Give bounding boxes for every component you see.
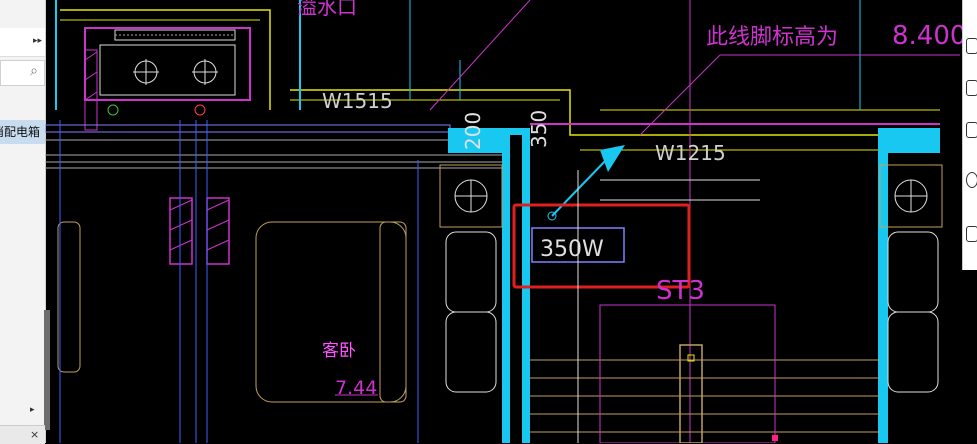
cabinet-outline <box>84 27 251 101</box>
close-panel-icon[interactable]: × <box>30 428 40 441</box>
note-label: 此线脚标高为 <box>706 25 838 50</box>
marker-green <box>107 104 119 116</box>
cad-drawing-canvas[interactable]: 200 350 W1515 W1215 溢水口 此线脚标高为 8.400 350… <box>45 0 962 443</box>
column-right <box>878 128 888 443</box>
search-input[interactable]: ⌕ <box>0 60 45 86</box>
leader-arrowhead <box>600 145 625 172</box>
scrollbar-thumb[interactable] <box>44 310 50 430</box>
left-side-panel: ▸▸ ⌕ 消配电箱 ▸ × <box>0 0 50 444</box>
stair-st3-label: ST3 <box>656 276 705 306</box>
folder-icon[interactable] <box>966 122 977 138</box>
window-w1215-label: W1215 <box>655 141 726 165</box>
elevation-label: 8.400 <box>892 21 962 51</box>
circle-icon[interactable] <box>966 172 977 188</box>
folder-icon[interactable] <box>966 80 977 96</box>
right-toolbar <box>962 0 977 270</box>
panel-footer <box>0 425 45 444</box>
panel-tab-row[interactable] <box>0 28 45 57</box>
marker-red <box>194 104 206 116</box>
expand-panel-icon[interactable]: ▸▸ <box>32 36 42 46</box>
dim-200-label: 200 <box>461 112 485 150</box>
highlight-box <box>512 203 691 289</box>
cabinet-inner <box>99 44 236 96</box>
wall-line-yellow <box>60 9 271 110</box>
column-cap-right <box>878 128 940 153</box>
window-w1515-label: W1515 <box>322 89 393 113</box>
layer-list-item-selected[interactable]: 消配电箱 <box>0 120 45 144</box>
bed-outline <box>255 221 407 403</box>
tag-350w-label: 350W <box>540 237 604 262</box>
column-cap-left <box>448 128 510 153</box>
room-name-label: 客卧 <box>322 341 356 361</box>
list-icon[interactable] <box>966 226 977 242</box>
scroll-right-icon[interactable]: ▸ <box>30 405 35 415</box>
folder-icon[interactable] <box>966 38 977 54</box>
overflow-label: 溢水口 <box>297 0 357 19</box>
search-icon[interactable]: ⌕ <box>30 63 38 79</box>
dim-350-label: 350 <box>527 110 551 148</box>
room-area-label: 7.44 <box>335 377 377 399</box>
